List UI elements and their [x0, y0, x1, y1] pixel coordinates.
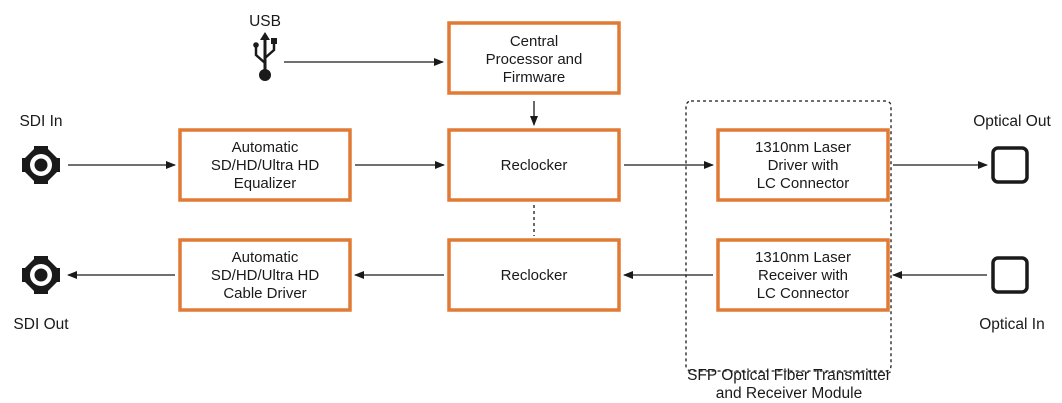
svg-text:SD/HD/Ultra HD: SD/HD/Ultra HD: [211, 157, 320, 174]
bnc-connector-icon: [22, 256, 60, 294]
svg-text:Automatic: Automatic: [232, 249, 299, 266]
svg-text:LC Connector: LC Connector: [757, 175, 850, 192]
svg-text:1310nm Laser: 1310nm Laser: [755, 249, 851, 266]
reclocker-top-box: Reclocker: [447, 128, 621, 202]
optical-out-label: Optical Out: [973, 113, 1051, 130]
bnc-connector-icon: [22, 146, 60, 184]
svg-text:Equalizer: Equalizer: [234, 175, 297, 192]
svg-text:Reclocker: Reclocker: [501, 267, 568, 284]
laser-driver-box: 1310nm Laser Driver with LC Connector: [716, 128, 890, 202]
svg-text:Driver with: Driver with: [768, 157, 839, 174]
svg-text:Processor and: Processor and: [486, 51, 583, 68]
svg-text:Reclocker: Reclocker: [501, 157, 568, 174]
sfp-module-boundary: [685, 100, 892, 372]
sdi-in-label: SDI In: [19, 113, 62, 130]
svg-text:LC Connector: LC Connector: [757, 285, 850, 302]
usb-label: USB: [249, 13, 281, 30]
sfp-module-label: SFP Optical Fiber Transmitter: [687, 367, 891, 384]
svg-text:Central: Central: [510, 33, 558, 50]
reclocker-bottom-box: Reclocker: [447, 238, 621, 312]
svg-text:Firmware: Firmware: [503, 69, 566, 86]
svg-text:Receiver with: Receiver with: [758, 267, 848, 284]
sfp-module-label: and Receiver Module: [716, 385, 862, 402]
optical-port-icon: [991, 256, 1029, 294]
svg-text:Cable Driver: Cable Driver: [223, 285, 306, 302]
usb-icon: [253, 32, 277, 81]
optical-in-label: Optical In: [979, 316, 1044, 333]
svg-text:1310nm Laser: 1310nm Laser: [755, 139, 851, 156]
svg-text:SD/HD/Ultra HD: SD/HD/Ultra HD: [211, 267, 320, 284]
optical-port-icon: [991, 146, 1029, 184]
equalizer-box: Automatic SD/HD/Ultra HD Equalizer: [178, 128, 352, 202]
central-processor-box: Central Processor and Firmware: [447, 21, 621, 95]
sdi-out-label: SDI Out: [13, 316, 69, 333]
svg-text:Automatic: Automatic: [232, 139, 299, 156]
laser-receiver-box: 1310nm Laser Receiver with LC Connector: [716, 238, 890, 312]
cable-driver-box: Automatic SD/HD/Ultra HD Cable Driver: [178, 238, 352, 312]
